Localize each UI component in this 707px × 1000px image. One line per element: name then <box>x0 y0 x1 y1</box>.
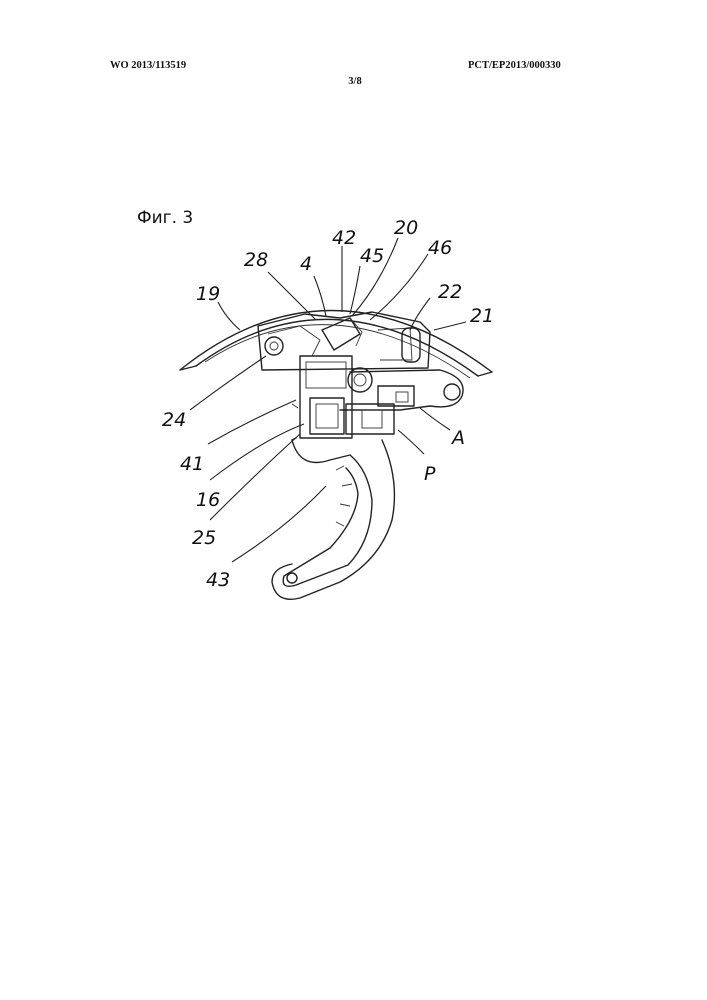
ref-16: 16 <box>196 489 220 511</box>
ref-43: 43 <box>206 569 230 591</box>
upper-housing <box>258 312 430 370</box>
ref-P: P <box>424 463 436 485</box>
ref-41: 41 <box>180 453 204 475</box>
leader-lines <box>190 238 466 562</box>
lower-arm <box>272 438 394 599</box>
ref-4: 4 <box>300 253 312 275</box>
ref-20: 20 <box>394 217 418 239</box>
ref-45: 45 <box>360 245 384 267</box>
ref-25: 25 <box>192 527 216 549</box>
ref-24: 24 <box>162 409 186 431</box>
ref-42: 42 <box>332 227 356 249</box>
ref-22: 22 <box>438 281 462 303</box>
ref-19: 19 <box>196 283 220 305</box>
arc-cover <box>180 310 492 378</box>
ref-A: A <box>450 427 465 449</box>
ref-21: 21 <box>470 305 494 327</box>
ref-28: 28 <box>244 249 268 271</box>
ref-46: 46 <box>428 237 452 259</box>
